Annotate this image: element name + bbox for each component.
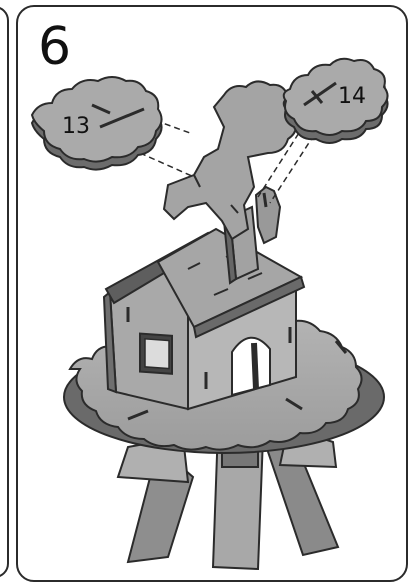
previous-panel-edge (0, 6, 9, 578)
part-13: 13 (32, 77, 162, 170)
part-14: 14 (284, 59, 388, 143)
step-number: 6 (38, 21, 71, 73)
assembly-illustration: 13 14 (18, 7, 408, 582)
branch-piece (164, 81, 296, 243)
part-13-label: 13 (62, 114, 90, 139)
part-14-label: 14 (338, 84, 366, 109)
step-panel: 13 14 6 (16, 5, 408, 582)
